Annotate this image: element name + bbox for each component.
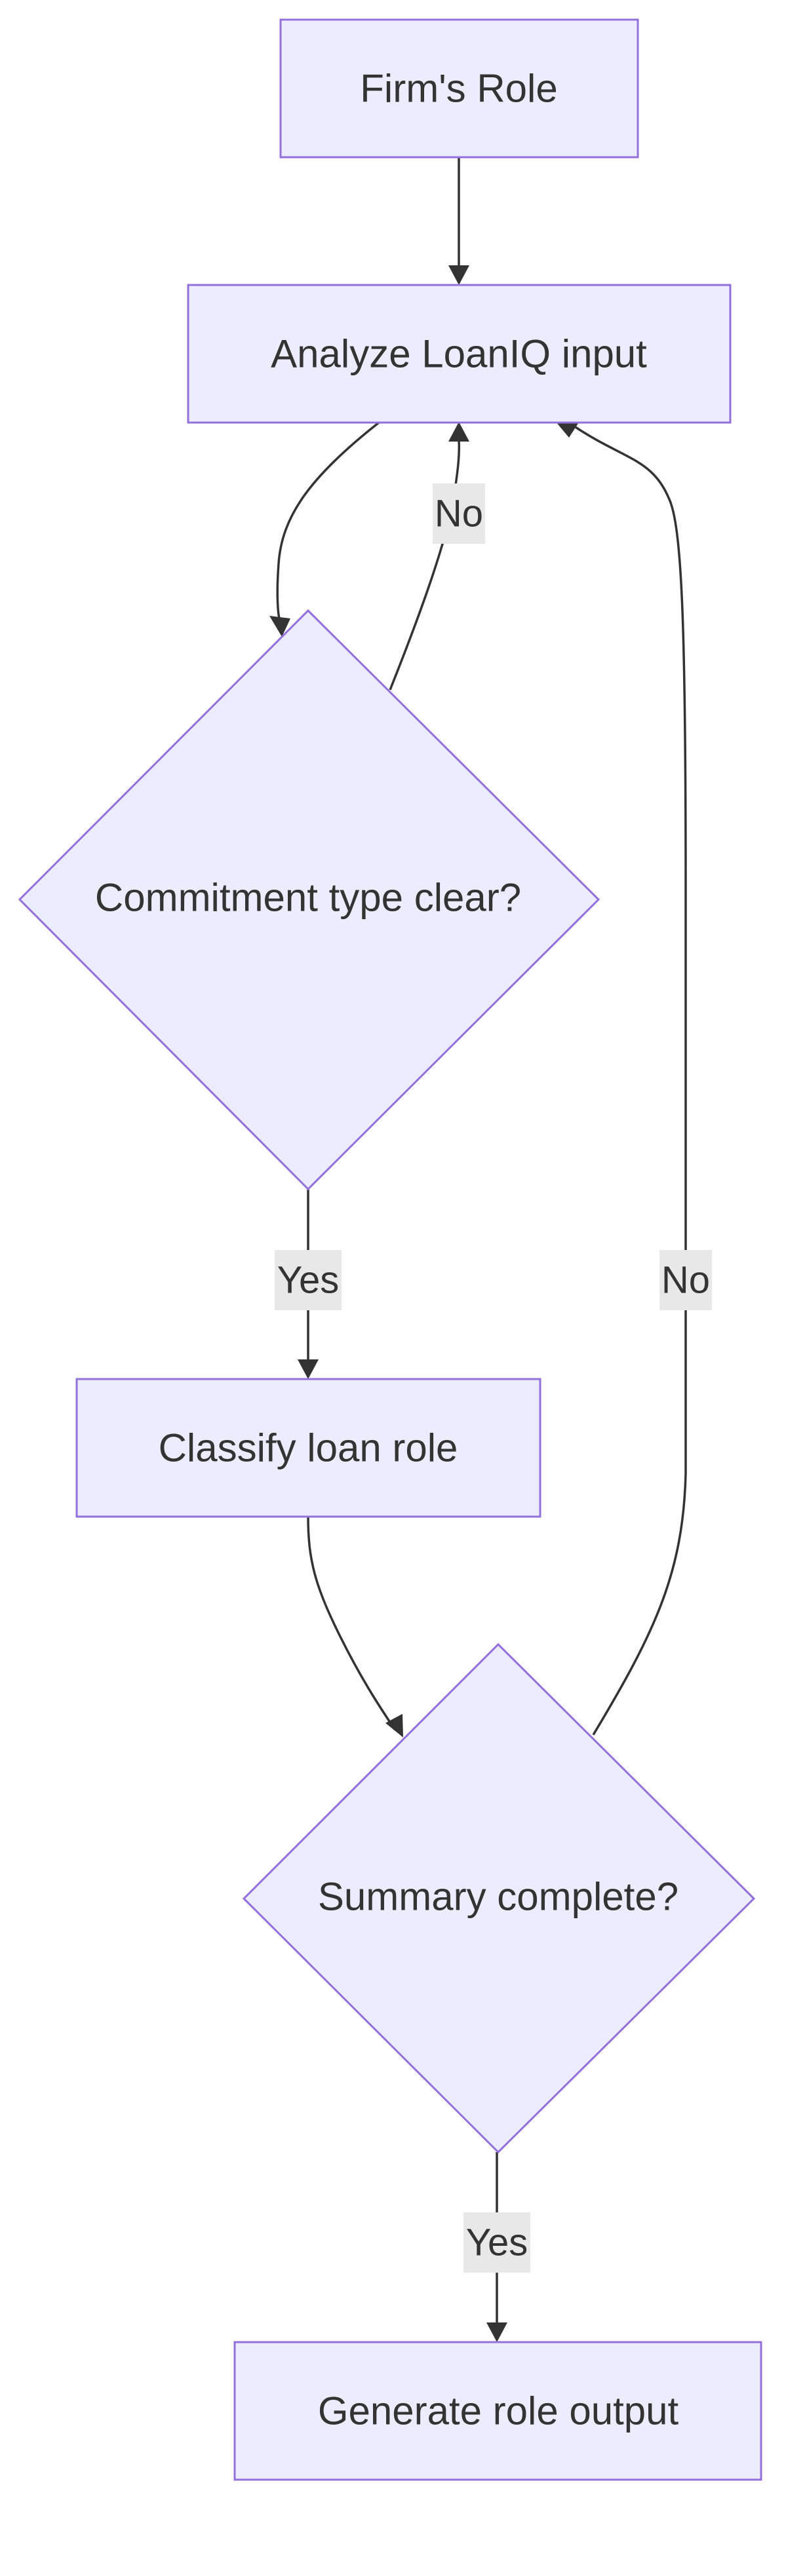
svg-text:No: No	[435, 493, 483, 535]
arrow-head	[556, 419, 581, 438]
arrow-head	[448, 422, 469, 442]
node-commitment-type-clear[interactable]: Commitment type clear?	[18, 609, 600, 1191]
edge-label-summary-no: No	[659, 1250, 712, 1310]
node-firms-role[interactable]: Firm's Role	[279, 18, 639, 159]
node-firms-role-label: Firm's Role	[360, 67, 557, 111]
arrow-head	[269, 616, 290, 637]
node-summary-complete[interactable]: Summary complete?	[242, 1642, 756, 2154]
edge-label-commitment-yes: Yes	[275, 1250, 342, 1310]
svg-text:No: No	[661, 1259, 710, 1302]
node-generate-role-output[interactable]: Generate role output	[233, 2341, 762, 2481]
edge-label-commitment-no: No	[433, 483, 485, 544]
node-classify-loan-role-label: Classify loan role	[159, 1426, 458, 1470]
edge-analyze-to-commitment	[276, 421, 380, 622]
edge-summary-no-to-analyze	[575, 426, 687, 1735]
node-analyze-input-label: Analyze LoanIQ input	[271, 332, 647, 376]
node-generate-role-output-label: Generate role output	[318, 2389, 679, 2433]
arrow-head	[448, 265, 469, 285]
node-commitment-type-clear-label: Commitment type clear?	[95, 876, 521, 920]
edge-commitment-no-to-analyze	[389, 440, 461, 691]
edge-label-summary-yes: Yes	[463, 2212, 530, 2273]
arrow-head	[385, 1714, 403, 1737]
svg-text:Yes: Yes	[466, 2222, 528, 2264]
arrow-head	[486, 2322, 507, 2342]
arrow-head	[298, 1359, 319, 1379]
node-summary-complete-label: Summary complete?	[318, 1875, 678, 1919]
svg-text:Yes: Yes	[277, 1259, 340, 1302]
edge-classify-to-summary	[307, 1516, 396, 1730]
node-analyze-input[interactable]: Analyze LoanIQ input	[187, 284, 732, 424]
node-classify-loan-role[interactable]: Classify loan role	[75, 1378, 541, 1518]
edge-labels: No Yes No Yes	[275, 483, 712, 2273]
nodes: Firm's Role Analyze LoanIQ input Commitm…	[18, 18, 762, 2481]
